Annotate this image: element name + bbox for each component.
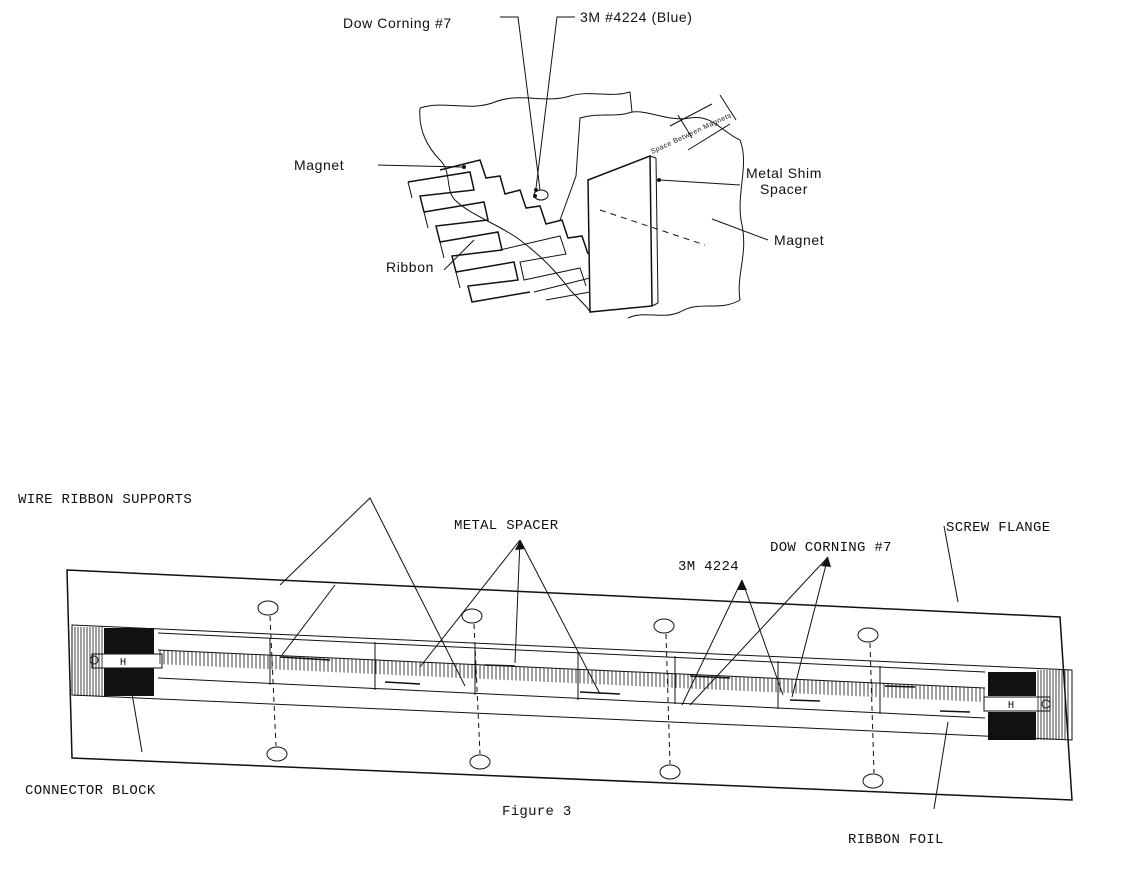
wire-support-1 (257, 600, 288, 762)
connector-block-left-top (104, 628, 154, 654)
label-ribbon: Ribbon (386, 259, 434, 275)
figure-caption: Figure 3 (502, 804, 572, 820)
label-metal-shim: Metal Shim (746, 165, 822, 181)
label-wire-ribbon-supports: WIRE RIBBON SUPPORTS (18, 492, 192, 508)
label-magnet-right: Magnet (774, 232, 824, 248)
label-spacer: Spacer (760, 181, 808, 197)
magnet-assembly-detail: Dow Corning #7 3M #4224 (Blue) Magnet Me… (294, 9, 824, 319)
right-magnet-outline (627, 111, 745, 319)
label-screw-flange: SCREW FLANGE (946, 520, 1050, 536)
label-connector-block: CONNECTOR BLOCK (25, 783, 156, 799)
label-magnet-left: Magnet (294, 157, 344, 173)
ribbon-assembly-top-view: H H (18, 492, 1073, 848)
left-magnet-outline (419, 91, 633, 221)
label-space-between-magnets: Space Between Magnets (650, 112, 733, 156)
connector-block-right-top (988, 672, 1036, 696)
label-dow-corning-bottom: DOW CORNING #7 (770, 540, 892, 556)
label-metal-spacer: METAL SPACER (454, 518, 559, 534)
connector-block-left-bottom (104, 668, 154, 696)
wire-support-3 (653, 618, 681, 780)
connector-block-right-bottom (988, 712, 1036, 740)
channel-outline (71, 624, 1073, 741)
screw-flange-plate (66, 569, 1073, 801)
label-ribbon-foil: RIBBON FOIL (848, 832, 944, 848)
wire-support-2 (461, 608, 491, 770)
label-dow-corning-top: Dow Corning #7 (343, 15, 452, 31)
ribbon-foil-band (159, 650, 985, 702)
ribbon-steps (407, 171, 531, 303)
label-3m-4224: 3M 4224 (678, 559, 739, 575)
svg-text:H: H (1008, 700, 1014, 711)
metal-shim-plate (587, 154, 653, 313)
wire-support-4 (857, 627, 884, 789)
svg-text:H: H (120, 657, 126, 668)
label-3m-blue: 3M #4224 (Blue) (580, 9, 693, 25)
